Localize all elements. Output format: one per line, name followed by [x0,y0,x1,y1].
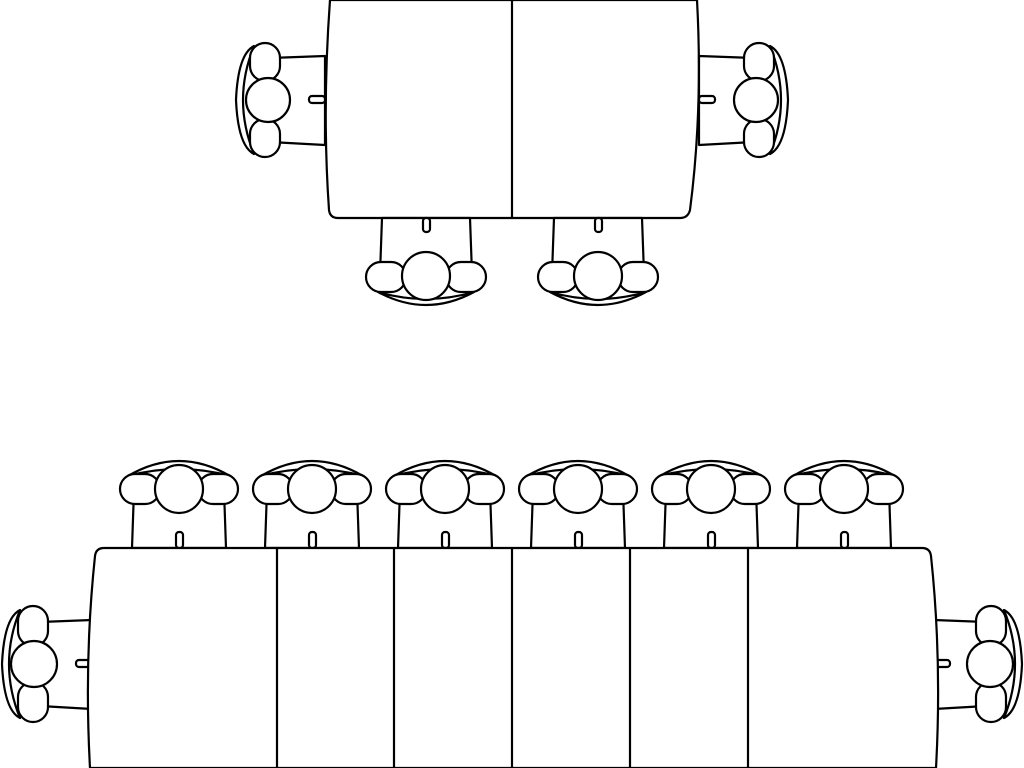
bottom-top-seat-1 [118,460,240,550]
seated-person-icon [965,639,1015,689]
top-bottom-seat-1 [364,216,488,306]
seated-person-icon [552,463,604,515]
person-arm-top [248,41,282,83]
bottom-left-seat [0,604,94,724]
person-arm-right [616,260,660,294]
person-shoulders [1002,608,1024,720]
chair-slot [307,94,327,105]
chair-slot [839,530,850,550]
seated-person-icon [286,463,338,515]
seated-person-icon [419,463,471,515]
bottom-top-row-seats [118,460,905,550]
bottom-top-seat-2 [251,460,373,550]
chair-slot [697,94,717,105]
bottom-top-seat-5 [650,460,772,550]
chair-slot [307,530,318,550]
person-arm-top [742,41,776,83]
bottom-table-group [0,460,1024,768]
chair-slot [593,216,604,234]
seated-person-icon [9,639,59,689]
person-arm-left [364,260,408,294]
bottom-top-seat-6 [783,460,905,550]
person-shoulders [768,44,790,156]
seated-person-icon [153,463,205,515]
person-arm-left [536,260,580,294]
bottom-right-seat [932,604,1024,724]
chair-slot [421,216,432,234]
person-shoulders [0,608,22,720]
top-bottom-seat-2 [536,216,660,306]
person-arm-bottom [248,117,282,159]
person-shoulders [234,44,256,156]
top-right-seat [697,41,790,159]
bottom-top-seat-4 [517,460,639,550]
chair-slot [573,530,584,550]
seated-person-icon [732,76,780,124]
chair-slot [174,530,185,550]
seated-person-icon [818,463,870,515]
person-arm-right [444,260,488,294]
chair-slot [706,530,717,550]
chair-slot [440,530,451,550]
person-arm-bottom [742,117,776,159]
seated-person-icon [244,76,292,124]
top-table-group [234,0,790,306]
bottom-top-seat-3 [384,460,506,550]
seated-person-icon [400,250,452,302]
seated-person-icon [572,250,624,302]
seated-person-icon [685,463,737,515]
top-left-seat [234,41,327,159]
